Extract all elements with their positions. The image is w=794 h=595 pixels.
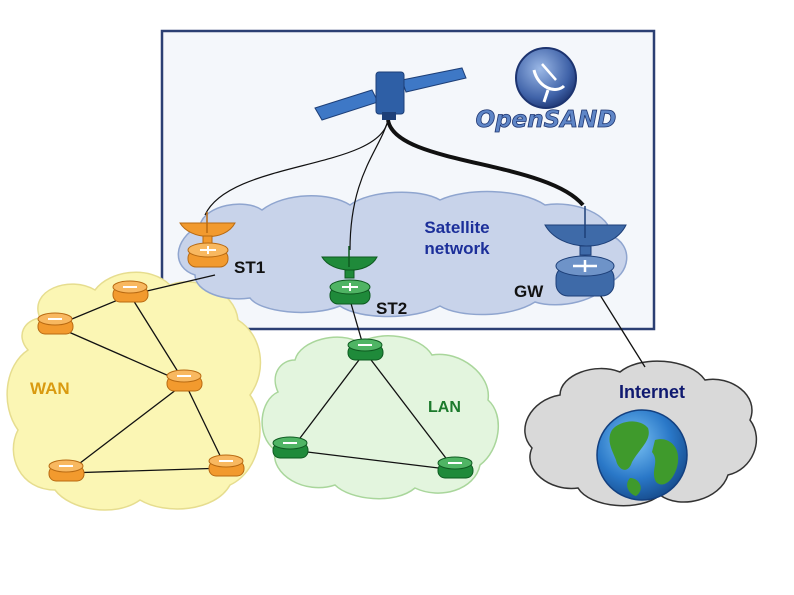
globe-icon <box>596 409 688 501</box>
link-sat-st1 <box>204 119 389 216</box>
lan-label: LAN <box>428 399 461 416</box>
link-gw-internet <box>599 294 646 368</box>
internet-label: Internet <box>619 382 685 402</box>
link-sat-st2 <box>349 119 389 251</box>
satellite-network-label-line1: Satellite <box>424 218 489 237</box>
dish-icon <box>321 246 378 279</box>
router-icon <box>187 242 229 268</box>
router-icon <box>437 456 474 479</box>
lan-routers <box>272 338 474 479</box>
logo-text: OpenSAND <box>476 107 617 133</box>
wan-label: WAN <box>30 379 70 398</box>
st2-label: ST2 <box>376 299 407 318</box>
wan-routers <box>37 280 245 482</box>
router-icon <box>112 280 149 303</box>
gw-terminal: GW <box>514 206 627 301</box>
router-icon <box>208 454 245 477</box>
st1-terminal: ST1 <box>179 212 265 277</box>
router-icon <box>272 436 309 459</box>
router-icon <box>555 255 615 297</box>
gw-label: GW <box>514 282 544 301</box>
router-icon <box>329 279 371 305</box>
satellite-network-label-line2: network <box>424 239 490 258</box>
satellite-network-cloud <box>177 190 628 318</box>
router-icon <box>347 338 384 361</box>
st2-terminal: ST2 <box>321 246 407 318</box>
satellite-dish-logo-icon <box>515 47 577 109</box>
router-icon <box>37 312 74 335</box>
link-sat-gw <box>386 119 585 207</box>
st1-label: ST1 <box>234 258 265 277</box>
dish-icon <box>544 206 627 256</box>
opensand-logo: OpenSAND <box>475 47 617 133</box>
satellite-icon <box>314 67 467 121</box>
router-icon <box>166 369 203 392</box>
router-icon <box>48 459 85 482</box>
lan-cloud <box>261 335 500 500</box>
dish-icon <box>179 212 236 245</box>
